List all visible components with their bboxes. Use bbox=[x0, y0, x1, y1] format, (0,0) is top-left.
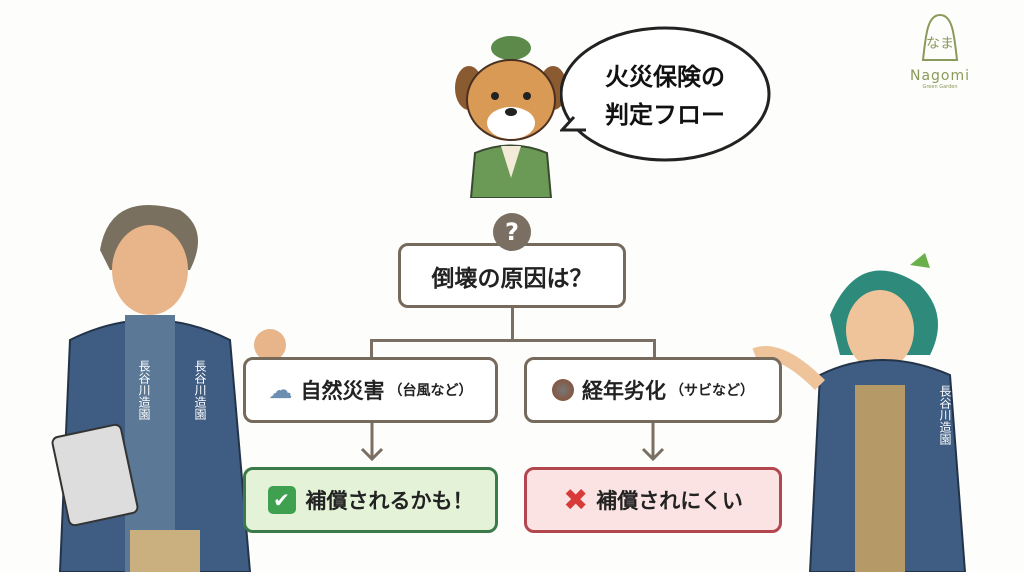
question-mark-icon: ? bbox=[505, 218, 519, 246]
cross-icon: ✖ bbox=[563, 482, 589, 518]
connector-line bbox=[370, 339, 373, 359]
logo-sub: Green Garden bbox=[922, 84, 958, 90]
speech-line-1: 火災保険の bbox=[605, 63, 725, 91]
branch-note: （台風など） bbox=[388, 383, 473, 399]
branch-note: （サビなど） bbox=[670, 383, 754, 399]
logo-mark-icon: なま bbox=[921, 13, 959, 61]
branch-aging: 経年劣化 （サビなど） bbox=[524, 357, 782, 423]
question-box: 倒壊の原因は？ bbox=[398, 243, 626, 308]
result-covered: ✔ 補償されるかも！ bbox=[243, 467, 498, 533]
speech-line-2: 判定フロー bbox=[605, 101, 725, 129]
dog-mascot-illustration bbox=[455, 36, 567, 198]
check-icon: ✔ bbox=[267, 486, 296, 514]
svg-text:なま: なま bbox=[926, 36, 954, 52]
man-gardener-illustration: 長谷川造園 長谷川造園 bbox=[51, 205, 286, 572]
rust-icon bbox=[552, 379, 574, 401]
woman-gardener-illustration: 長谷川造園 bbox=[752, 253, 967, 572]
result-text: 補償されるかも！ bbox=[305, 489, 474, 513]
connector-line bbox=[511, 308, 514, 341]
arrow-down-icon bbox=[360, 423, 384, 462]
connector-line bbox=[653, 339, 656, 359]
logo-name: Nagomi bbox=[909, 68, 971, 84]
branch-label: 経年劣化 bbox=[582, 379, 666, 403]
svg-text:長谷川造園: 長谷川造園 bbox=[137, 360, 151, 420]
result-not-covered: ✖ 補償されにくい bbox=[524, 467, 782, 533]
result-text: 補償されにくい bbox=[596, 489, 743, 513]
logo: なま Nagomi Green Garden bbox=[900, 12, 980, 97]
question-badge: ? bbox=[493, 213, 531, 251]
speech-bubble: 火災保険の 判定フロー bbox=[585, 58, 745, 134]
connector-line bbox=[370, 339, 656, 342]
speech-bubble-shape bbox=[560, 26, 771, 162]
branch-natural-disaster: ☁ 自然災害 （台風など） bbox=[243, 357, 498, 423]
question-text: 倒壊の原因は？ bbox=[431, 265, 593, 292]
svg-text:長谷川造園: 長谷川造園 bbox=[193, 360, 207, 420]
branch-label: 自然災害 bbox=[300, 379, 385, 403]
svg-text:長谷川造園: 長谷川造園 bbox=[938, 385, 952, 445]
storm-cloud-icon: ☁ bbox=[268, 376, 293, 404]
arrow-down-icon bbox=[641, 423, 665, 462]
